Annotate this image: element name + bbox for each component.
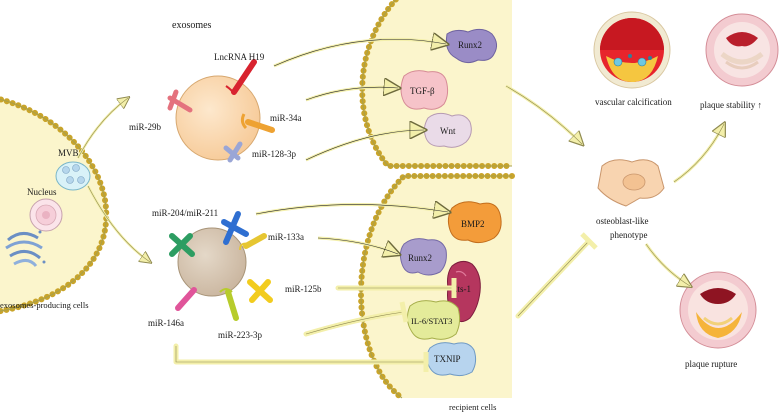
mir-29b-icon <box>167 89 193 113</box>
mir-133a-label: miR-133a <box>268 232 304 242</box>
mvb-label: MVB <box>58 148 79 158</box>
mir-133a-icon <box>169 233 195 257</box>
mir-125b-label: miR-125b <box>285 284 322 294</box>
runx2-bottom-shape <box>399 238 447 276</box>
runx2-bottom-label: Runx2 <box>408 253 432 263</box>
plaque-stability-label: plaque stability ↑ <box>700 100 762 110</box>
plaque-stability-image <box>705 13 779 87</box>
lncrna-h19-label: LncRNA H19 <box>214 52 265 62</box>
mir-133a-receptor-icon <box>239 233 267 251</box>
bmp2-shape <box>447 201 502 244</box>
exosome-top <box>175 75 261 161</box>
recipient-cells-label: recipient cells <box>449 402 496 412</box>
lncrna-h19-icon <box>225 59 257 95</box>
runx2-top-label: Runx2 <box>458 40 482 50</box>
osteoblast-label-line1: osteoblast-like <box>596 216 649 226</box>
mir-223-3p-label: miR-223-3p <box>218 330 262 340</box>
vascular-calcification-image <box>593 11 671 89</box>
mir-204-211-icon <box>221 211 249 245</box>
wnt-label: Wnt <box>440 126 456 136</box>
inhibit-mir146a-txnip <box>173 343 429 372</box>
il6-stat3-label: IL-6/STAT3 <box>411 316 452 326</box>
exosomes-label: exosomes <box>172 20 212 31</box>
osteoblast-cell-image <box>597 159 665 207</box>
inhibit-mir223-il6 <box>303 301 409 337</box>
runx2-top-shape <box>445 28 498 64</box>
mir-128-3p-icon <box>223 141 243 163</box>
exosome-bottom <box>177 227 247 297</box>
mir-125b-icon <box>247 279 273 303</box>
nucleus-label: Nucleus <box>27 187 57 197</box>
mir-223-3p-icon <box>219 288 239 321</box>
arrow-osteoblast-to-stability <box>673 124 724 184</box>
osteoblast-label-line2: phenotype <box>610 230 648 240</box>
arrow-cell-to-exosome-top <box>76 98 128 159</box>
inhibit-recipient-to-osteoblast <box>515 232 598 319</box>
mir-146a-label: miR-146a <box>148 318 184 328</box>
txnip-label: TXNIP <box>434 354 461 364</box>
arrow-osteoblast-to-rupture <box>644 243 690 286</box>
tgf-beta-label: TGF-β <box>410 86 435 96</box>
ets1-label: Ets-1 <box>452 284 471 294</box>
mir-34a-label: miR-34a <box>270 113 302 123</box>
plaque-rupture-image <box>679 271 757 349</box>
mir-128-3p-label: miR-128-3p <box>252 149 296 159</box>
mir-34a-icon <box>240 113 275 133</box>
il6-stat3-shape <box>406 300 461 340</box>
golgi-apparatus <box>5 230 46 268</box>
arrow-recipient-to-osteoblast <box>505 84 582 144</box>
vascular-calcification-label: vascular calcification <box>595 97 672 107</box>
txnip-shape <box>426 342 477 377</box>
mir-146a-icon <box>175 287 197 311</box>
mir-29b-label: miR-29b <box>129 122 162 132</box>
tgf-beta-shape <box>400 70 449 110</box>
nucleus <box>29 198 63 232</box>
bmp2-label: BMP2 <box>461 219 485 229</box>
inhibit-mir125b-ets1 <box>335 278 457 298</box>
plaque-rupture-label: plaque rupture <box>685 359 737 369</box>
mvb <box>55 161 91 191</box>
mir-204-211-label: miR-204/miR-211 <box>152 208 218 218</box>
producing-cells-label: exosomes-producing cells <box>0 300 89 310</box>
